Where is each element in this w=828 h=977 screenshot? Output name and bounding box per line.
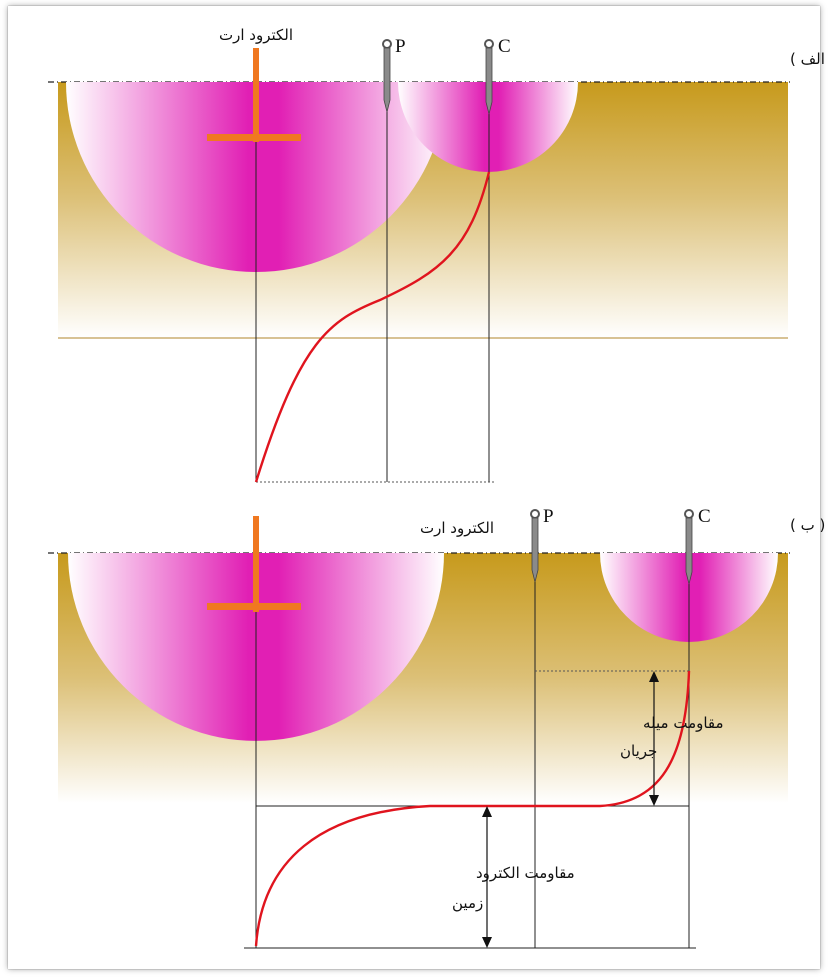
probe-c-b [684, 509, 694, 585]
potential-curve-b [254, 670, 691, 947]
probe-c-label-b: C [698, 506, 711, 527]
earth-electrode-b [207, 516, 301, 612]
electrode-resistance-label-line1: مقاومت الکترود [476, 864, 575, 882]
electrode-resistance-label-line2: زمین [452, 894, 483, 912]
earth-electrode-a [207, 48, 301, 142]
probe-c-a [484, 39, 494, 115]
probe-p-a [382, 39, 392, 113]
potential-curve-a [254, 171, 491, 483]
electrode-label-b: الکترود ارت [420, 519, 494, 537]
rod-resistance-label-line1: مقاومت میله [643, 714, 724, 732]
probe-p-label-b: P [543, 506, 554, 527]
electrode-label-a: الکترود ارت [219, 26, 293, 44]
probe-c-hemisphere-a [398, 82, 578, 172]
panel-b-tag: ( ب ) [790, 516, 825, 534]
rod-resistance-label-line2: جریان [620, 742, 657, 760]
panel-a-tag: ( الف ) [790, 50, 828, 68]
probe-p-b [530, 509, 540, 583]
probe-p-label-a: P [395, 36, 406, 57]
probe-c-label-a: C [498, 36, 511, 57]
rod-resistance-arrow [649, 671, 659, 806]
electrode-resistance-arrow [482, 806, 492, 948]
panel-b: الکترود ارت P C ( ب ) مقاومت میله جریان … [48, 506, 825, 949]
panel-a: الکترود ارت P C ( الف ) [48, 26, 828, 483]
